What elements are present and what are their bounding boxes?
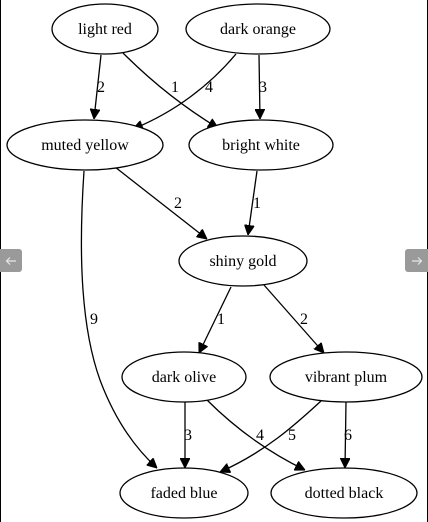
edge-line: [220, 400, 322, 472]
edge-label: 3: [259, 79, 267, 96]
node-ellipse: [188, 119, 334, 171]
edge-label: 3: [184, 427, 192, 444]
edge-line: [263, 284, 324, 353]
edge-line: [133, 53, 237, 129]
node-ellipse: [6, 119, 164, 171]
node-dark-olive[interactable]: dark olive: [121, 351, 247, 403]
node-label: faded blue: [150, 485, 217, 502]
edge-shiny-gold-to-dark-olive: 1: [199, 286, 232, 353]
edge-line: [114, 166, 207, 239]
edge-label: 4: [256, 427, 264, 444]
edge-dark-orange-to-muted-yellow: 4: [133, 53, 237, 129]
node-muted-yellow[interactable]: muted yellow: [6, 119, 164, 171]
node-bright-white[interactable]: bright white: [188, 119, 334, 171]
edge-light-red-to-muted-yellow: 2: [94, 54, 105, 119]
node-shiny-gold[interactable]: shiny gold: [178, 235, 308, 287]
next-button[interactable]: [405, 249, 428, 272]
node-ellipse: [121, 351, 247, 403]
edge-label: 1: [253, 195, 261, 212]
edge-muted-yellow-to-faded-blue: 9: [80, 170, 157, 468]
edge-line: [345, 401, 346, 468]
previous-button[interactable]: [0, 249, 22, 272]
edge-label: 5: [288, 427, 296, 444]
edge-line: [206, 399, 305, 470]
node-label: vibrant plum: [305, 369, 388, 386]
node-ellipse: [178, 235, 308, 287]
edge-label: 2: [97, 79, 105, 96]
node-dotted-black[interactable]: dotted black: [270, 467, 418, 519]
edge-shiny-gold-to-vibrant-plum: 2: [263, 284, 324, 353]
node-ellipse: [269, 351, 423, 403]
edge-label: 1: [171, 79, 179, 96]
edge-bright-white-to-shiny-gold: 1: [248, 170, 261, 235]
node-ellipse: [51, 3, 159, 55]
edge-line: [80, 170, 157, 468]
edge-label: 6: [344, 427, 352, 444]
node-label: dark olive: [152, 369, 216, 386]
edge-label: 9: [90, 311, 98, 328]
edge-label: 1: [217, 311, 225, 328]
edge-label: 4: [205, 79, 213, 96]
edge-vibrant-plum-to-faded-blue: 5: [220, 400, 322, 472]
node-vibrant-plum[interactable]: vibrant plum: [269, 351, 423, 403]
edge-label: 2: [174, 195, 182, 212]
node-ellipse: [185, 3, 331, 55]
edge-light-red-to-bright-white: 1: [122, 52, 218, 128]
edge-line: [259, 54, 260, 119]
node-label: dark orange: [220, 21, 296, 38]
node-ellipse: [270, 467, 418, 519]
node-label: shiny gold: [209, 253, 276, 270]
edge-vibrant-plum-to-dotted-black: 6: [344, 401, 352, 468]
edge-line: [122, 52, 218, 128]
node-light-red[interactable]: light red: [51, 3, 159, 55]
node-label: bright white: [222, 137, 300, 154]
edge-line: [94, 54, 102, 119]
node-ellipse: [119, 467, 249, 519]
node-label: light red: [78, 21, 132, 38]
node-faded-blue[interactable]: faded blue: [119, 467, 249, 519]
node-label: dotted black: [305, 485, 384, 502]
edge-dark-olive-to-faded-blue: 3: [184, 402, 192, 468]
edge-dark-olive-to-dotted-black: 4: [206, 399, 305, 470]
edge-label: 2: [300, 311, 308, 328]
arrow-left-icon: [5, 256, 17, 266]
arrow-right-icon: [411, 256, 423, 266]
node-label: muted yellow: [41, 137, 129, 154]
edge-muted-yellow-to-shiny-gold: 2: [114, 166, 207, 239]
edge-line: [248, 170, 258, 235]
edge-dark-orange-to-bright-white: 3: [259, 54, 267, 119]
node-dark-orange[interactable]: dark orange: [185, 3, 331, 55]
edge-line: [199, 286, 232, 353]
